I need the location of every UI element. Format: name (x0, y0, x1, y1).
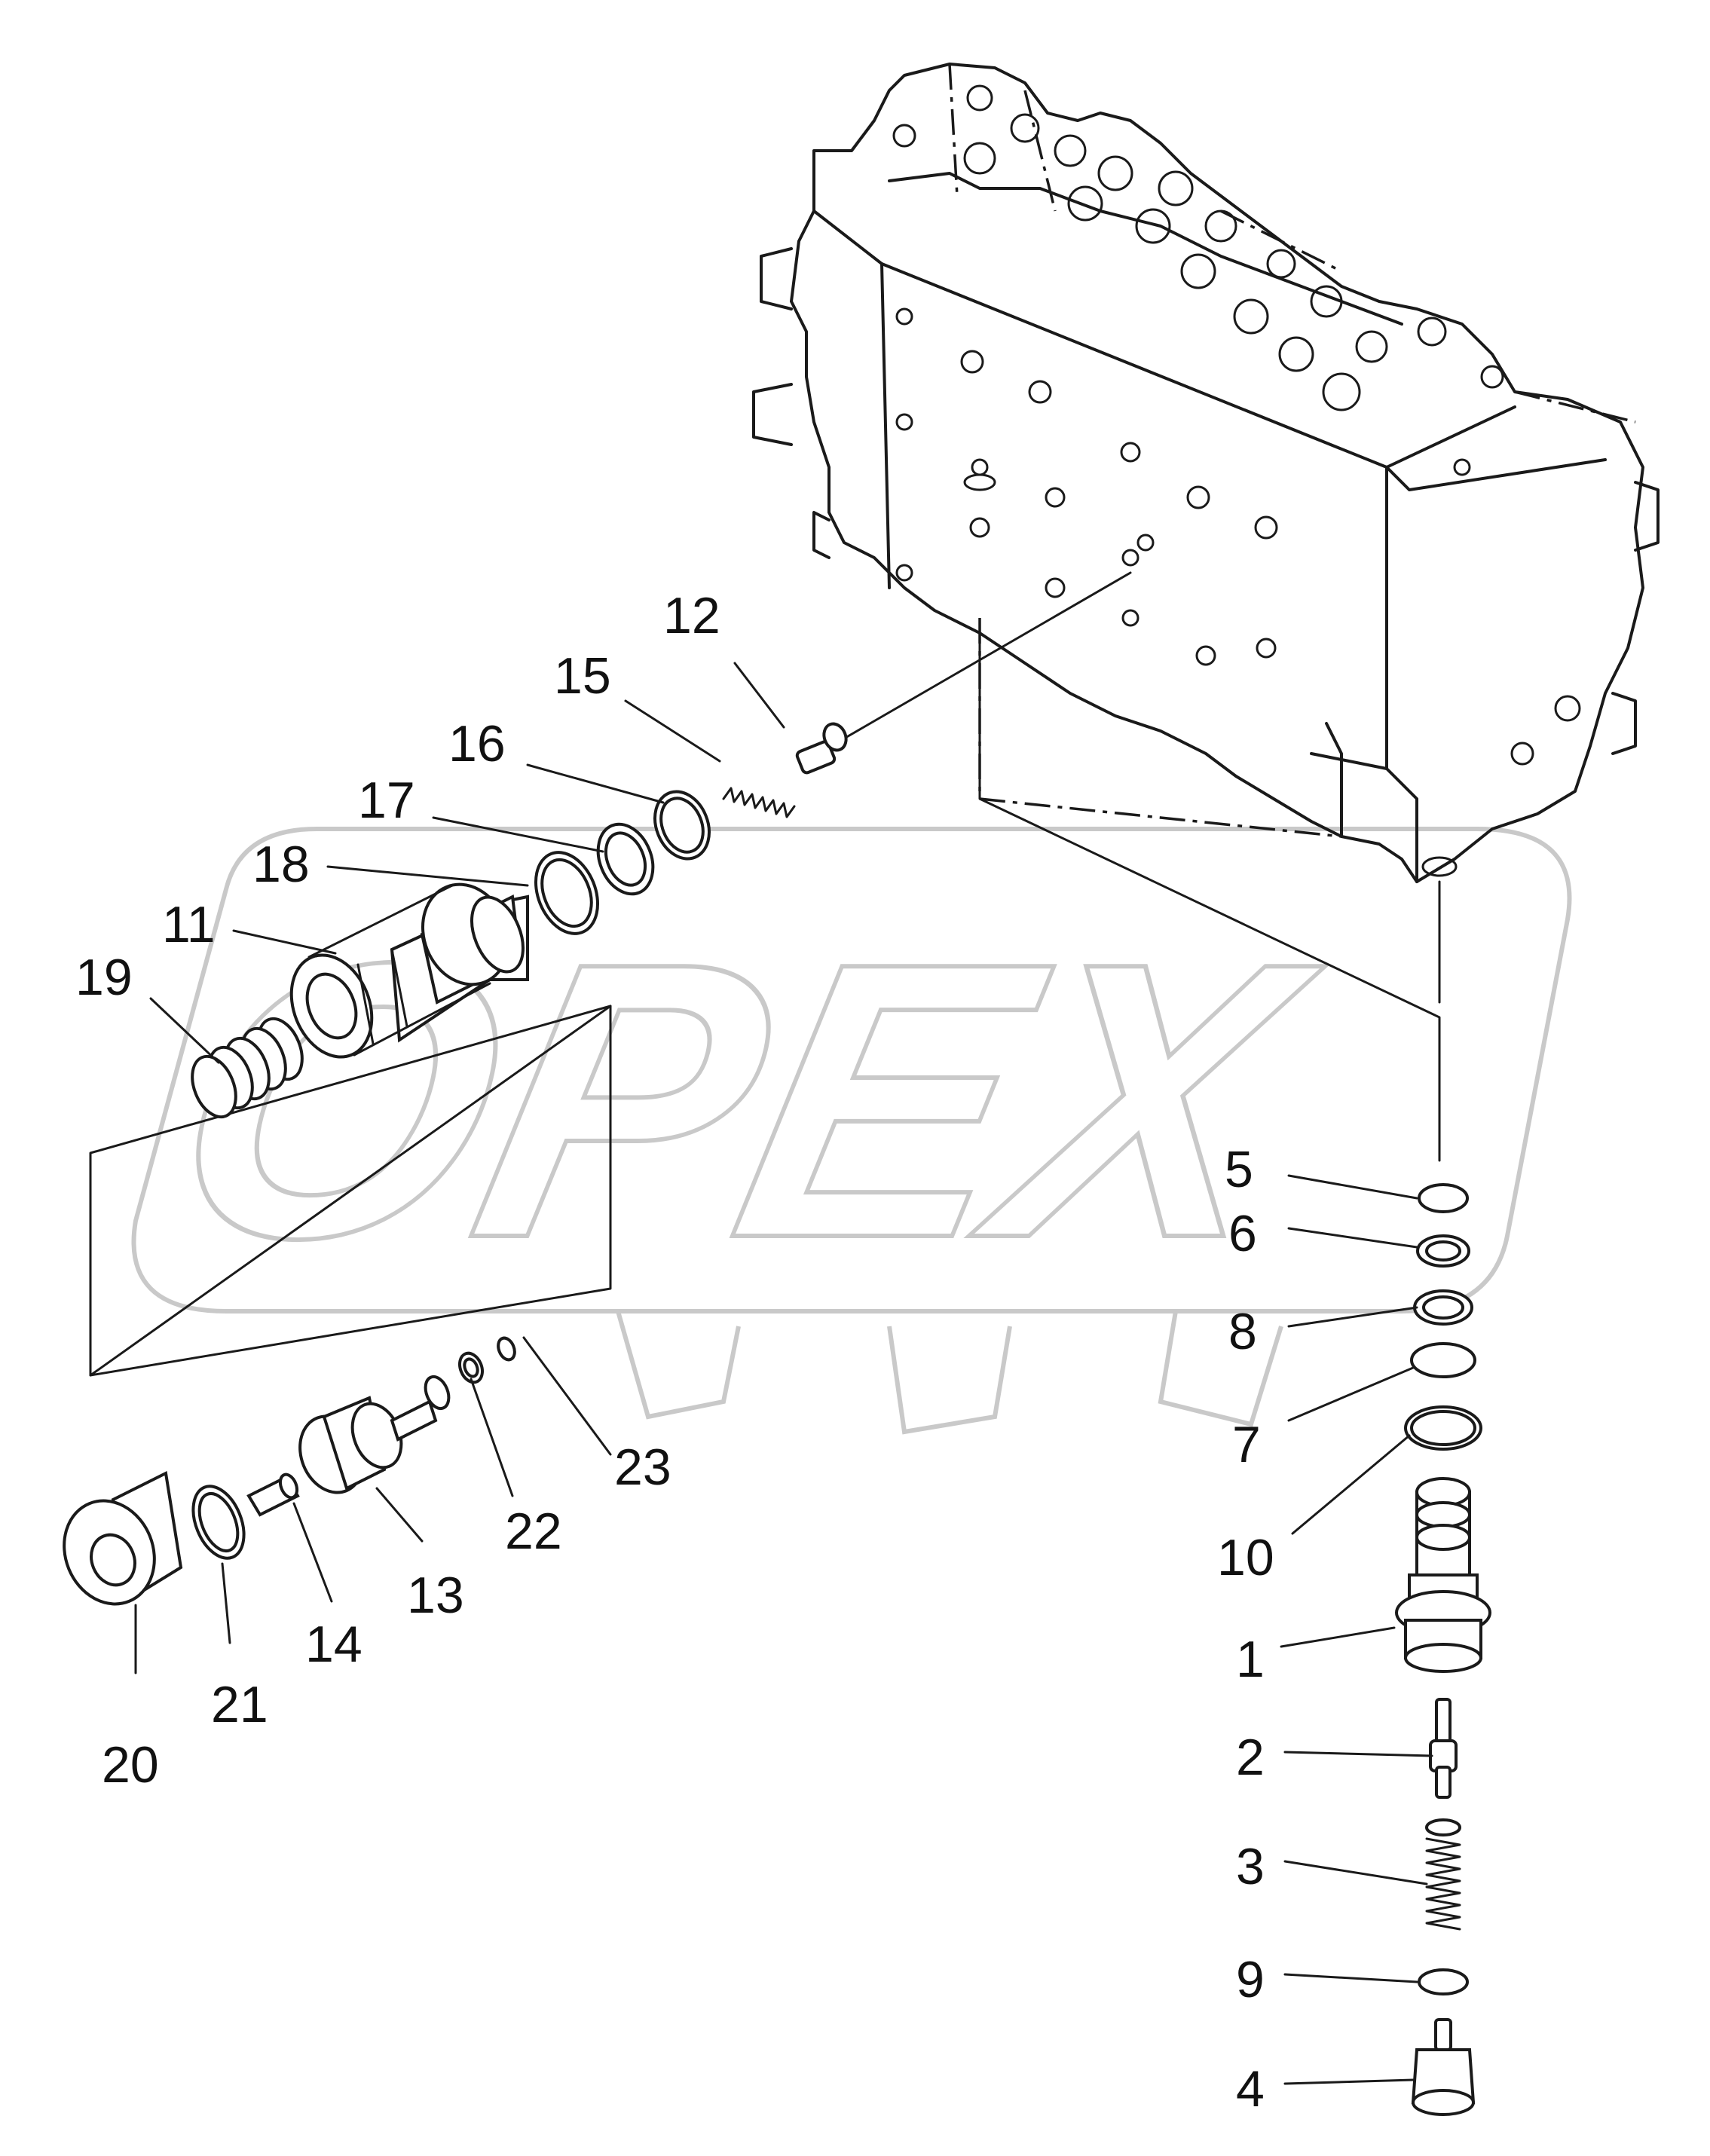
part-13-poppet (298, 1375, 451, 1494)
part-10-o-ring (1404, 1405, 1482, 1451)
callout-8: 8 (1228, 1303, 1257, 1360)
callout-10: 10 (1217, 1529, 1274, 1586)
part-4-adjust-screw (1411, 2018, 1476, 2116)
callout-20: 20 (102, 1736, 159, 1794)
callout-7: 7 (1232, 1416, 1261, 1473)
callout-15: 15 (554, 647, 611, 705)
callout-9: 9 (1236, 1951, 1265, 2008)
callout-leaders (134, 662, 1433, 2085)
callout-5: 5 (1225, 1141, 1253, 1198)
callout-16: 16 (448, 715, 506, 772)
part-18-o-ring (534, 851, 600, 935)
part-21-o-ring (191, 1485, 246, 1560)
callout-18: 18 (252, 836, 310, 893)
callout-labels: 12 15 16 17 18 11 19 23 22 13 14 21 20 5… (75, 587, 1274, 2118)
part-5-o-ring (1418, 1183, 1469, 1213)
part-8-backup-ring (1413, 1289, 1473, 1326)
callout-1: 1 (1236, 1631, 1265, 1688)
part-19-spring (191, 1017, 304, 1119)
watermark-text: OPEX (142, 882, 1344, 1319)
callout-6: 6 (1228, 1205, 1257, 1262)
callout-12: 12 (663, 587, 720, 644)
part-1-valve-body (1395, 1477, 1491, 1673)
callout-4: 4 (1236, 2060, 1265, 2118)
callout-14: 14 (305, 1616, 362, 1673)
part-23-o-ring (497, 1336, 516, 1362)
part-17-backup-ring (596, 822, 655, 896)
callout-21: 21 (211, 1676, 268, 1733)
part-7-o-ring (1410, 1342, 1476, 1378)
control-valve-body (752, 63, 1660, 883)
part-20-plug (63, 1470, 183, 1606)
opex-watermark: OPEX (131, 827, 1572, 1435)
callout-23: 23 (614, 1439, 671, 1496)
part-9-o-ring (1418, 1968, 1469, 1995)
assembly-lines (89, 571, 1441, 1377)
part-11-valve-sleeve (289, 882, 529, 1059)
part-3-spring (1425, 1818, 1461, 1931)
part-22-ring (458, 1351, 484, 1384)
callout-22: 22 (505, 1503, 562, 1560)
part-14-piston (246, 1473, 300, 1517)
part-12-plug (795, 722, 848, 775)
callout-11: 11 (162, 896, 216, 953)
callout-3: 3 (1236, 1838, 1265, 1895)
callout-19: 19 (75, 949, 133, 1006)
part-6-backup-ring (1416, 1234, 1470, 1268)
part-2-poppet (1429, 1698, 1458, 1799)
part-15-spring (722, 787, 796, 818)
callout-17: 17 (358, 772, 415, 829)
callout-2: 2 (1236, 1729, 1265, 1786)
callout-13: 13 (407, 1567, 464, 1624)
part-16-o-ring (653, 790, 711, 861)
